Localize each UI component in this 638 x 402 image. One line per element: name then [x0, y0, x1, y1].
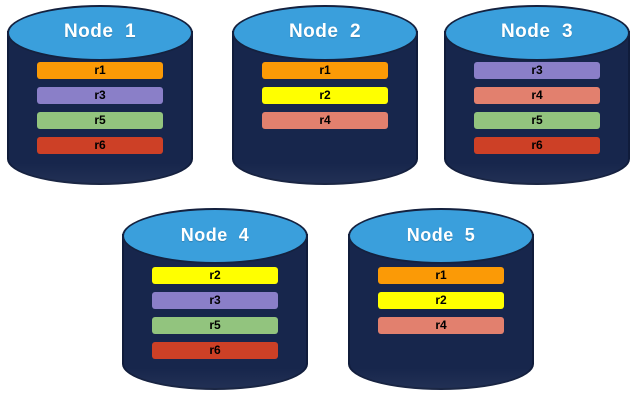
record-bar[interactable]: r3	[152, 292, 278, 309]
record-bar[interactable]: r6	[152, 342, 278, 359]
database-cylinder-1[interactable]: Node 1 r1 r3 r5 r6	[7, 5, 193, 185]
database-cylinder-5[interactable]: Node 5 r1 r2 r4	[348, 208, 534, 390]
record-bar[interactable]: r6	[474, 137, 600, 154]
record-list: r3 r4 r5 r6	[444, 62, 630, 162]
node-label: Node 2	[288, 21, 362, 42]
record-bar[interactable]: r2	[262, 87, 388, 104]
record-bar[interactable]: r1	[378, 267, 504, 284]
record-bar[interactable]: r4	[474, 87, 600, 104]
node-label: Node 3	[500, 21, 574, 42]
node-label: Node 4	[180, 225, 250, 245]
cylinder-top-ellipse-icon	[7, 5, 193, 61]
node-label: Node 5	[406, 225, 476, 245]
record-list: r2 r3 r5 r6	[122, 267, 308, 367]
node-label: Node 1	[63, 21, 137, 42]
record-bar[interactable]: r4	[262, 112, 388, 129]
record-bar[interactable]: r3	[37, 87, 163, 104]
record-bar[interactable]: r2	[152, 267, 278, 284]
record-list: r1 r3 r5 r6	[7, 62, 193, 162]
record-bar[interactable]: r5	[474, 112, 600, 129]
cylinder-top-ellipse-icon	[122, 208, 308, 264]
record-bar[interactable]: r6	[37, 137, 163, 154]
record-bar[interactable]: r4	[378, 317, 504, 334]
record-bar[interactable]: r5	[37, 112, 163, 129]
record-bar[interactable]: r3	[474, 62, 600, 79]
database-cylinder-2[interactable]: Node 2 r1 r2 r4	[232, 5, 418, 185]
record-bar[interactable]: r2	[378, 292, 504, 309]
database-cylinder-3[interactable]: Node 3 r3 r4 r5 r6	[444, 5, 630, 185]
cylinder-top-ellipse-icon	[444, 5, 630, 61]
record-bar[interactable]: r1	[262, 62, 388, 79]
cylinder-top-ellipse-icon	[348, 208, 534, 264]
database-cylinder-4[interactable]: Node 4 r2 r3 r5 r6	[122, 208, 308, 390]
record-bar[interactable]: r5	[152, 317, 278, 334]
record-list: r1 r2 r4	[348, 267, 534, 342]
record-bar[interactable]: r1	[37, 62, 163, 79]
cylinder-top-ellipse-icon	[232, 5, 418, 61]
record-list: r1 r2 r4	[232, 62, 418, 137]
